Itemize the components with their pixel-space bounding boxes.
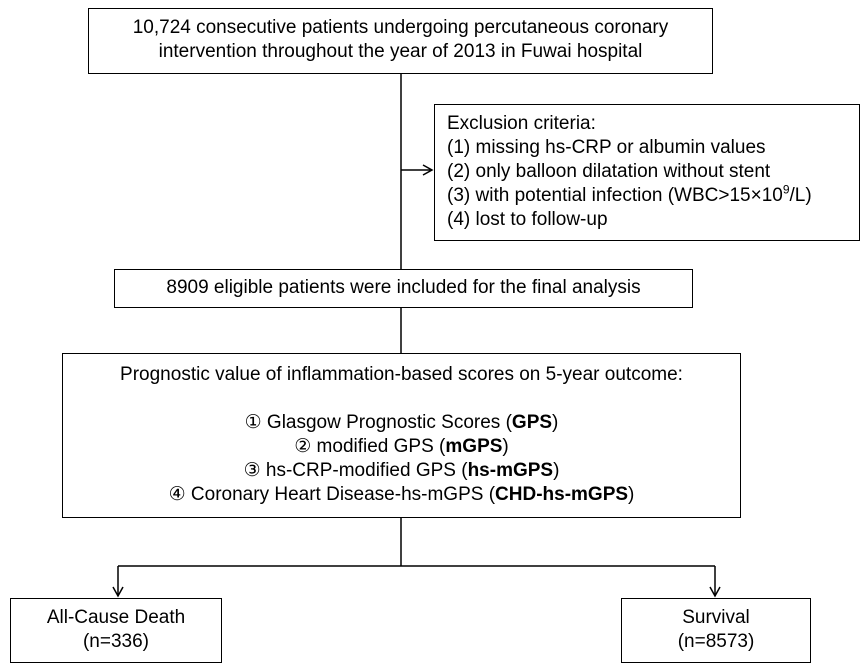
score-item-chd-hs-mgps-suffix: ) (628, 484, 635, 505)
exclusion-title: Exclusion criteria: (447, 113, 596, 134)
scores-title: Prognostic value of inflammation-based s… (120, 364, 683, 385)
exclusion-item-3-tail: /L) (789, 185, 812, 206)
death-box: All-Cause Death (n=336) (10, 598, 222, 663)
score-item-gps: ① Glasgow Prognostic Scores (GPS) (63, 411, 740, 435)
exclusion-item-3: (3) with potential infection (WBC>15×109… (447, 184, 859, 208)
enrollment-box: 10,724 consecutive patients undergoing p… (88, 8, 713, 74)
score-item-mgps-prefix: ② modified GPS ( (294, 436, 446, 457)
score-item-gps-prefix: ① Glasgow Prognostic Scores ( (244, 412, 512, 433)
exclusion-box: Exclusion criteria: (1) missing hs-CRP o… (434, 104, 860, 241)
score-item-chd-hs-mgps-abbr: CHD-hs-mGPS (495, 484, 629, 505)
score-item-chd-hs-mgps: ④ Coronary Heart Disease-hs-mGPS (CHD-hs… (63, 483, 740, 507)
exclusion-item-1: (1) missing hs-CRP or albumin values (447, 137, 766, 158)
scores-box: Prognostic value of inflammation-based s… (62, 353, 741, 518)
exclusion-item-3-exponent: 9 (782, 182, 790, 197)
score-item-hs-mgps-prefix: ③ hs-CRP-modified GPS ( (243, 460, 468, 481)
score-item-mgps-suffix: ) (502, 436, 509, 457)
score-item-hs-mgps-suffix: ) (553, 460, 560, 481)
survival-label: Survival (682, 607, 750, 628)
exclusion-item-2: (2) only balloon dilatation without sten… (447, 161, 771, 182)
exclusion-item-4: (4) lost to follow-up (447, 209, 608, 230)
score-item-mgps-abbr: mGPS (445, 436, 503, 457)
death-label: All-Cause Death (46, 607, 186, 628)
score-item-gps-suffix: ) (552, 412, 559, 433)
death-count: (n=336) (82, 631, 150, 652)
enrollment-line-2: intervention throughout the year of 2013… (158, 41, 643, 62)
score-item-hs-mgps: ③ hs-CRP-modified GPS (hs-mGPS) (63, 459, 740, 483)
eligible-box: 8909 eligible patients were included for… (114, 269, 693, 308)
score-item-hs-mgps-abbr: hs-mGPS (467, 460, 554, 481)
scores-spacer (63, 387, 740, 411)
survival-count: (n=8573) (677, 631, 755, 652)
enrollment-line-1: 10,724 consecutive patients undergoing p… (132, 17, 669, 38)
score-item-gps-abbr: GPS (511, 412, 553, 433)
score-item-chd-hs-mgps-prefix: ④ Coronary Heart Disease-hs-mGPS ( (168, 484, 496, 505)
score-item-mgps: ② modified GPS (mGPS) (63, 435, 740, 459)
survival-box: Survival (n=8573) (621, 598, 811, 663)
exclusion-item-3-text: (3) with potential infection (WBC>15×10 (447, 185, 783, 206)
eligible-text: 8909 eligible patients were included for… (166, 277, 641, 298)
